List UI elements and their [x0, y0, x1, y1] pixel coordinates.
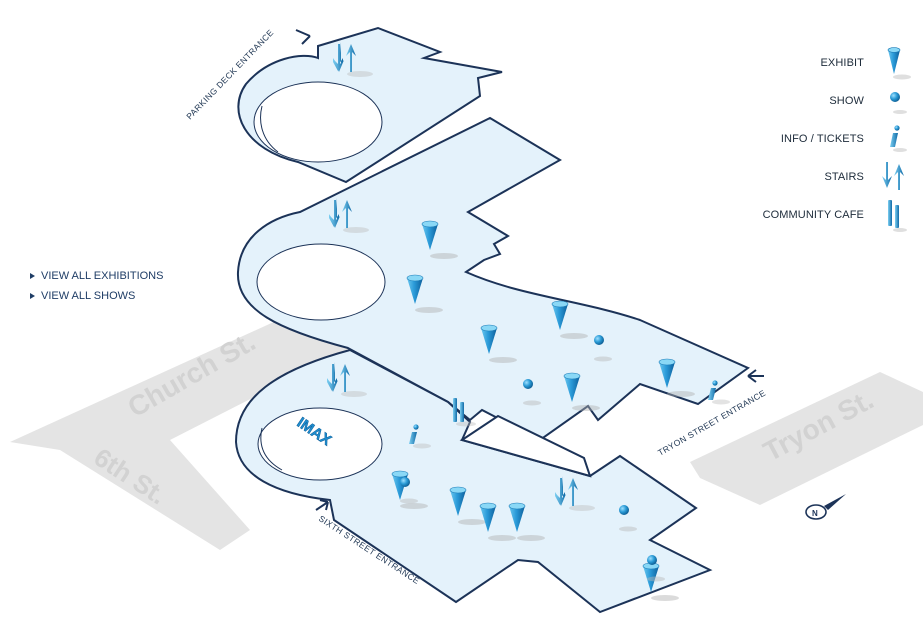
show-sphere-icon	[890, 92, 907, 114]
triangle-right-icon	[30, 293, 35, 299]
legend-row-cafe: COMMUNITY CAFE	[730, 196, 920, 234]
compass-icon: N	[805, 494, 846, 520]
view-all-shows-link[interactable]: VIEW ALL SHOWS	[30, 286, 163, 306]
legend-row-show: SHOW	[730, 82, 920, 120]
legend-label-cafe: COMMUNITY CAFE	[762, 209, 864, 221]
compass-label: N	[812, 509, 818, 518]
view-all-exhibitions-link[interactable]: VIEW ALL EXHIBITIONS	[30, 266, 163, 286]
stairs-arrows-icon	[882, 162, 904, 190]
street-tryon: Tryon St.	[690, 372, 923, 505]
map-legend: EXHIBIT SHOW INFO / TICKETS STAIRS COMMU…	[730, 44, 920, 234]
legend-row-info: INFO / TICKETS	[730, 120, 920, 158]
cafe-icon	[888, 200, 907, 232]
legend-row-stairs: STAIRS	[730, 158, 920, 196]
legend-label-show: SHOW	[829, 95, 864, 107]
legend-label-stairs: STAIRS	[824, 171, 864, 183]
floor-lower: IMAX	[234, 348, 713, 614]
view-all-exhibitions-label: VIEW ALL EXHIBITIONS	[41, 270, 164, 282]
view-links: VIEW ALL EXHIBITIONS VIEW ALL SHOWS	[30, 266, 163, 306]
legend-row-exhibit: EXHIBIT	[730, 44, 920, 82]
floor-upper	[237, 26, 503, 184]
legend-label-exhibit: EXHIBIT	[820, 57, 864, 69]
exhibit-cone-icon	[887, 47, 911, 80]
floor-middle	[236, 116, 750, 442]
legend-label-info: INFO / TICKETS	[780, 133, 864, 145]
triangle-right-icon	[30, 273, 35, 279]
info-icon	[890, 125, 907, 152]
view-all-shows-label: VIEW ALL SHOWS	[41, 290, 136, 302]
